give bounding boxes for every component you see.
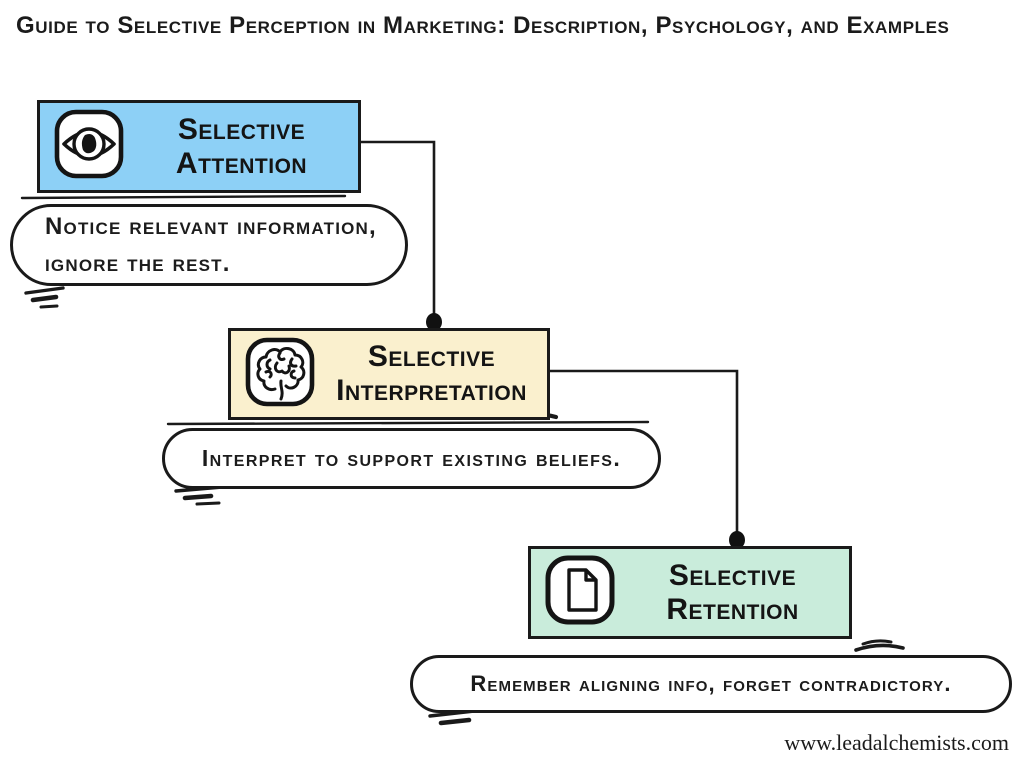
stage-title-line2: Interpretation [336,374,527,407]
description-line: Interpret to support existing beliefs. [201,445,622,471]
stage-title-line2: Retention [666,592,799,626]
stage-title-line1: Selective [367,340,496,374]
description-line: Notice relevant information, [45,213,377,240]
stage-title-line2: Attention [175,146,308,180]
eye-icon [53,108,125,185]
stage-box-attention: Selective Attention [37,100,361,193]
document-icon [544,554,616,631]
description-bubble-attention: Notice relevant information, ignore the … [10,204,408,286]
description-line: Remember aligning info, forget contradic… [470,671,952,696]
brain-icon [244,336,316,413]
stage-box-retention: Selective Retention [528,546,852,639]
description-line: ignore the rest. [45,250,231,277]
description-bubble-retention: Remember aligning info, forget contradic… [410,655,1012,713]
website-link: www.leadalchemists.com [784,730,1009,755]
stage-title: Selective Attention [125,113,358,180]
stage-box-interpretation: Selective Interpretation [228,328,550,420]
stage-title: Selective Interpretation [316,340,547,407]
stage-title-line1: Selective [177,112,306,146]
page-title: Guide to Selective Perception in Marketi… [16,12,950,39]
description-bubble-interpretation: Interpret to support existing beliefs. [162,428,661,489]
stage-title: Selective Retention [616,559,849,626]
stage-title-line1: Selective [668,558,797,592]
